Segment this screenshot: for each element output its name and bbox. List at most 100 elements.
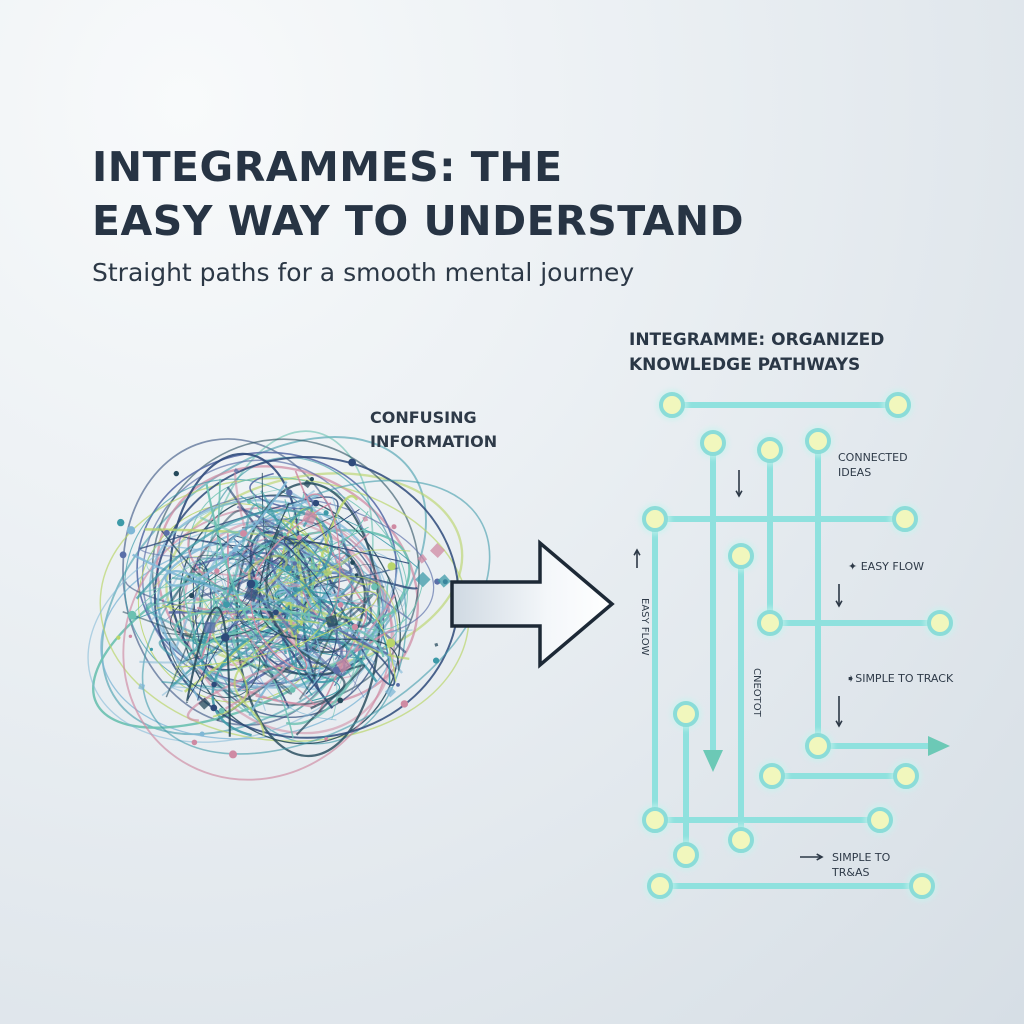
tangle-line (210, 495, 344, 560)
tangle-dot (210, 704, 218, 712)
pathway-node (728, 827, 754, 853)
tangle-dot (292, 561, 298, 566)
pathway-node (647, 873, 673, 899)
tangle-line (294, 667, 340, 702)
tangle-square (322, 567, 333, 578)
tangle-line (134, 553, 238, 612)
tangle-dot (149, 647, 153, 652)
flow-arrowhead (816, 853, 824, 861)
tangle-line (171, 558, 401, 693)
tangle-dot (286, 489, 293, 496)
tangle-dot (223, 601, 231, 608)
tangle-dot (348, 458, 356, 467)
flow-arrowhead (633, 548, 641, 556)
tangle-square (434, 642, 439, 647)
tangle-dot (240, 530, 247, 537)
tangle-square (437, 574, 451, 588)
tangle-loop (148, 499, 385, 689)
tangle-square (243, 587, 259, 603)
pathway-node (757, 437, 783, 463)
tangle-dot (396, 683, 400, 687)
tangle-dot (337, 602, 344, 608)
tangle-dot (309, 477, 314, 482)
organized-pathways (633, 389, 956, 902)
tangle-line (187, 534, 310, 700)
tangle-dot (247, 499, 252, 504)
tangle-square (303, 479, 312, 489)
tangle-dot (386, 638, 396, 648)
tangle-dot (199, 731, 205, 737)
tangle-line (265, 529, 346, 710)
tangle-loop (141, 459, 372, 689)
tangle-line (283, 538, 410, 695)
pathway-node (659, 392, 685, 418)
flow-arrowhead (835, 600, 843, 608)
tangle-line (146, 487, 289, 576)
pathway-node (909, 873, 935, 899)
pathways-title: INTEGRAMME: ORGANIZED KNOWLEDGE PATHWAYS (629, 330, 885, 375)
tangle-line (233, 472, 297, 646)
simple-to-track-label: ➧SIMPLE TO TRACK (846, 672, 954, 685)
tangle-line (250, 502, 332, 671)
connected-ideas-label: CONNECTED IDEAS (838, 451, 908, 479)
tangle-line (153, 556, 224, 622)
title-line-1: INTEGRAMMES: THE (92, 143, 563, 191)
tangle-dot (391, 524, 397, 530)
tangle-dot (221, 633, 230, 642)
tangle-dot (246, 579, 256, 589)
tangle-line (186, 664, 286, 722)
page-title: INTEGRAMMES: THE EASY WAY TO UNDERSTAND (92, 140, 744, 248)
pathway-node (642, 506, 668, 532)
pathway-node (673, 701, 699, 727)
tangle-dot (296, 535, 302, 541)
tangle-dot (273, 609, 279, 616)
tangle-line (285, 579, 381, 726)
tangle-line (212, 578, 391, 632)
simple-to-label: SIMPLE TO TR&AS (832, 851, 891, 879)
pathway-node (867, 807, 893, 833)
tangle-dot (332, 666, 341, 674)
pathway-node (805, 428, 831, 454)
tangle-line (247, 554, 364, 622)
vertical-easy-flow-label: EASY FLOW (639, 598, 650, 656)
tangle-line (303, 542, 399, 636)
tangle-dot (232, 546, 239, 552)
pathway-node (893, 763, 919, 789)
tangle-dot (229, 750, 237, 759)
tangle-square (362, 516, 369, 522)
tangle-dot (218, 707, 225, 714)
tangle-dot (285, 565, 292, 572)
subtitle: Straight paths for a smooth mental journ… (92, 258, 635, 287)
pathway-arrowhead (928, 736, 950, 756)
tangle-square (138, 683, 146, 691)
tangle-line (211, 618, 320, 718)
tangle-square (203, 621, 216, 634)
tangle-line (244, 643, 320, 738)
tangle-dot (214, 568, 220, 574)
tangle-dot (116, 635, 121, 640)
tangle-line (206, 630, 337, 673)
tangle-dot (173, 470, 179, 477)
tangle-dot (400, 700, 409, 708)
tangle-dot (289, 687, 296, 693)
tangle-dot (163, 529, 170, 536)
tangle-square (302, 509, 318, 526)
tangle-square (325, 614, 339, 628)
tangle-dot (191, 739, 198, 746)
tangle-dot (324, 737, 328, 741)
tangle-dot (351, 623, 358, 631)
pathway-node (757, 610, 783, 636)
title-line-2: EASY WAY TO UNDERSTAND (92, 197, 745, 245)
tangle-dot (282, 532, 287, 537)
tangle-dot (211, 681, 217, 688)
pathway-node (805, 733, 831, 759)
tangle-line (185, 606, 231, 737)
tangle-line (220, 592, 291, 668)
pathway-node (673, 842, 699, 868)
tangle-square (415, 571, 431, 588)
tangle-square (195, 597, 200, 602)
tangle-square (233, 468, 239, 474)
pathway-node (642, 807, 668, 833)
pathway-node (728, 543, 754, 569)
tangle-dot (337, 697, 344, 704)
